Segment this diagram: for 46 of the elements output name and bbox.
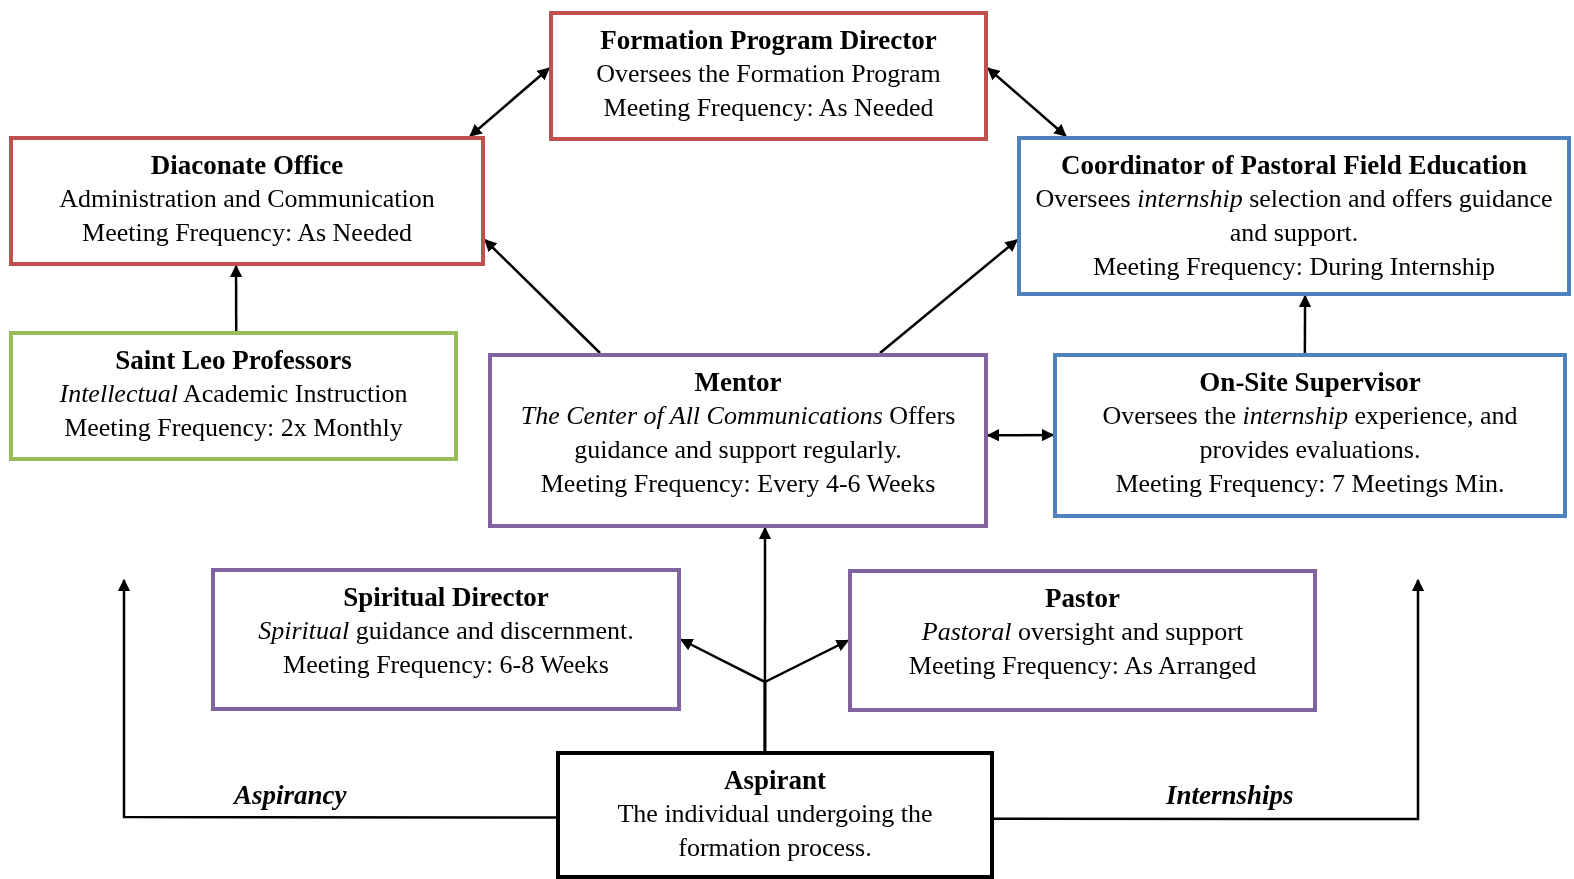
arrow — [484, 239, 601, 354]
role-description: The individual undergoing the formation process. — [616, 798, 934, 864]
role-box — [9, 136, 485, 266]
role-title: Spiritual Director — [343, 581, 549, 614]
role-description: Meeting Frequency: As Arranged — [908, 650, 1257, 682]
role-description: The Center of All Communications Offers guidance and support regularly. — [519, 400, 957, 466]
role-description: Meeting Frequency: During Internship — [1092, 251, 1496, 283]
role-box — [1053, 353, 1567, 518]
edge-label: Internships — [1166, 779, 1294, 812]
role-box — [488, 353, 988, 528]
arrow — [879, 239, 1018, 354]
role-description: Meeting Frequency: Every 4-6 Weeks — [540, 468, 936, 500]
role-description: Meeting Frequency: As Needed — [82, 217, 412, 249]
role-description: Meeting Frequency: As Needed — [603, 92, 934, 124]
role-description: Intellectual Academic Instruction — [59, 378, 408, 410]
role-box — [549, 11, 988, 141]
role-box — [1017, 136, 1571, 296]
arrow — [469, 67, 550, 137]
role-title: Coordinator of Pastoral Field Education — [1061, 149, 1527, 182]
role-description: Oversees the internship experience, and provides evaluations. — [1101, 400, 1519, 466]
arrow — [229, 264, 243, 331]
role-description: Oversees internship selection and offers guidance and support. — [1034, 183, 1554, 249]
role-description: Meeting Frequency: 7 Meetings Min. — [1115, 468, 1505, 500]
role-box — [848, 569, 1317, 712]
role-title: Saint Leo Professors — [115, 344, 352, 377]
edge-label: Aspirancy — [234, 779, 347, 812]
role-title: On-Site Supervisor — [1199, 366, 1421, 399]
arrow — [987, 67, 1067, 137]
role-description: Spiritual guidance and discernment. — [258, 615, 634, 647]
role-box — [211, 568, 681, 711]
role-box — [556, 751, 994, 879]
role-title: Formation Program Director — [600, 24, 937, 57]
role-description: Meeting Frequency: 2x Monthly — [64, 412, 403, 444]
role-description: Pastoral oversight and support — [921, 616, 1244, 648]
arrow — [763, 639, 850, 751]
role-title: Mentor — [694, 366, 782, 399]
role-title: Pastor — [1045, 582, 1120, 615]
role-box — [9, 331, 458, 461]
role-title: Diaconate Office — [150, 149, 344, 182]
arrow — [117, 578, 556, 819]
role-description: Administration and Communication — [59, 183, 435, 215]
arrow — [1298, 294, 1312, 353]
role-description: Meeting Frequency: 6-8 Weeks — [283, 649, 609, 681]
role-description: Oversees the Formation Program — [596, 58, 941, 90]
role-title: Aspirant — [724, 764, 826, 797]
arrow — [994, 578, 1425, 821]
